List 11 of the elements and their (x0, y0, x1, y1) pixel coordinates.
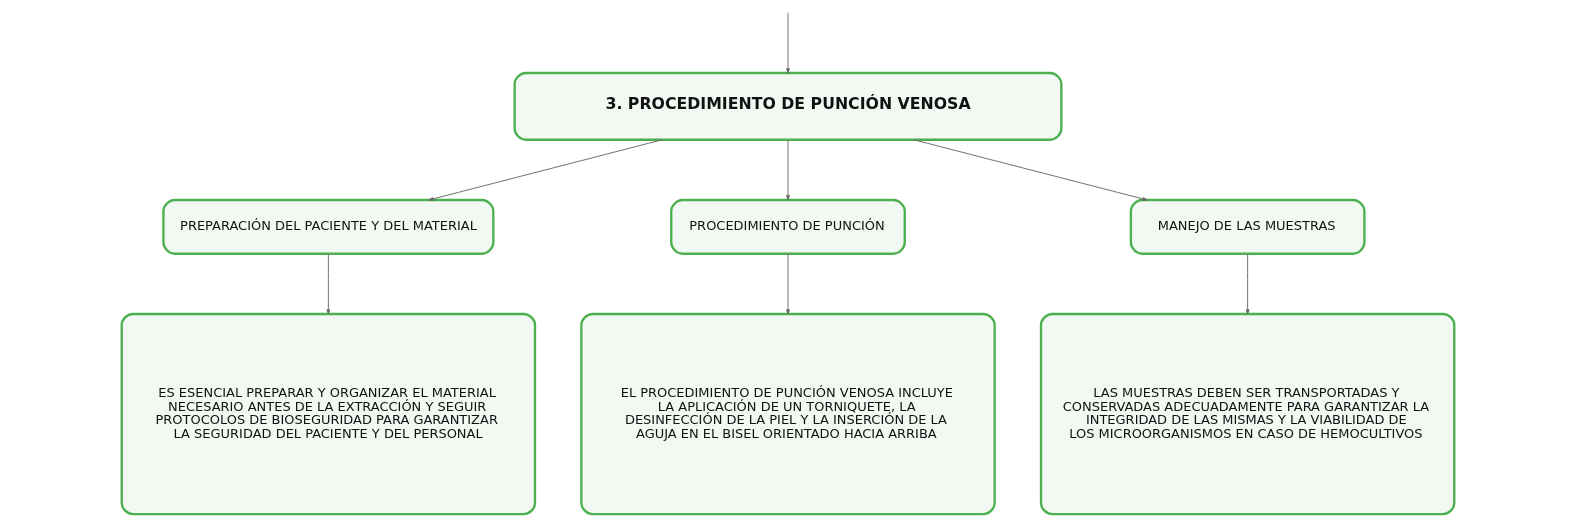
node-box: PROCEDIMIENTO DE PUNCIÓN (669, 198, 906, 255)
node-box: ES ESENCIAL PREPARAR Y ORGANIZAR EL MATERIAL NECESARIO ANTES DE LA EXTRACCIÓN Y SEGUIR PROTOCOLOS DE BIOSEGURIDAD PARA GARANTIZAR LA SEGURIDAD DEL PACIENTE Y DEL PERSONAL (120, 312, 536, 516)
arrow (428, 139, 663, 201)
node-box: 3. PROCEDIMIENTO DE PUNCIÓN VENOSA (512, 71, 1063, 141)
arrow (1245, 253, 1250, 315)
arrow (912, 139, 1147, 201)
arrow (785, 253, 790, 315)
arrow (325, 253, 330, 315)
node-box: EL PROCEDIMIENTO DE PUNCIÓN VENOSA INCLUYE LA APLICACIÓN DE UN TORNIQUETE, LA DESINFECCIÓN DE LA PIEL Y LA INSERCIÓN DE LA AGUJA EN EL BISEL ORIENTADO HACIA ARRIBA (579, 312, 996, 516)
node-box: LAS MUESTRAS DEBEN SER TRANSPORTADAS Y CONSERVADAS ADECUADAMENTE PARA GARANTIZAR LA INTEGRIDAD DE LAS MISMAS Y LA VIABILIDAD DE LOS MICROORGANISMOS EN CASO DE HEMOCULTIVOS (1039, 312, 1455, 516)
arrow (785, 139, 790, 201)
